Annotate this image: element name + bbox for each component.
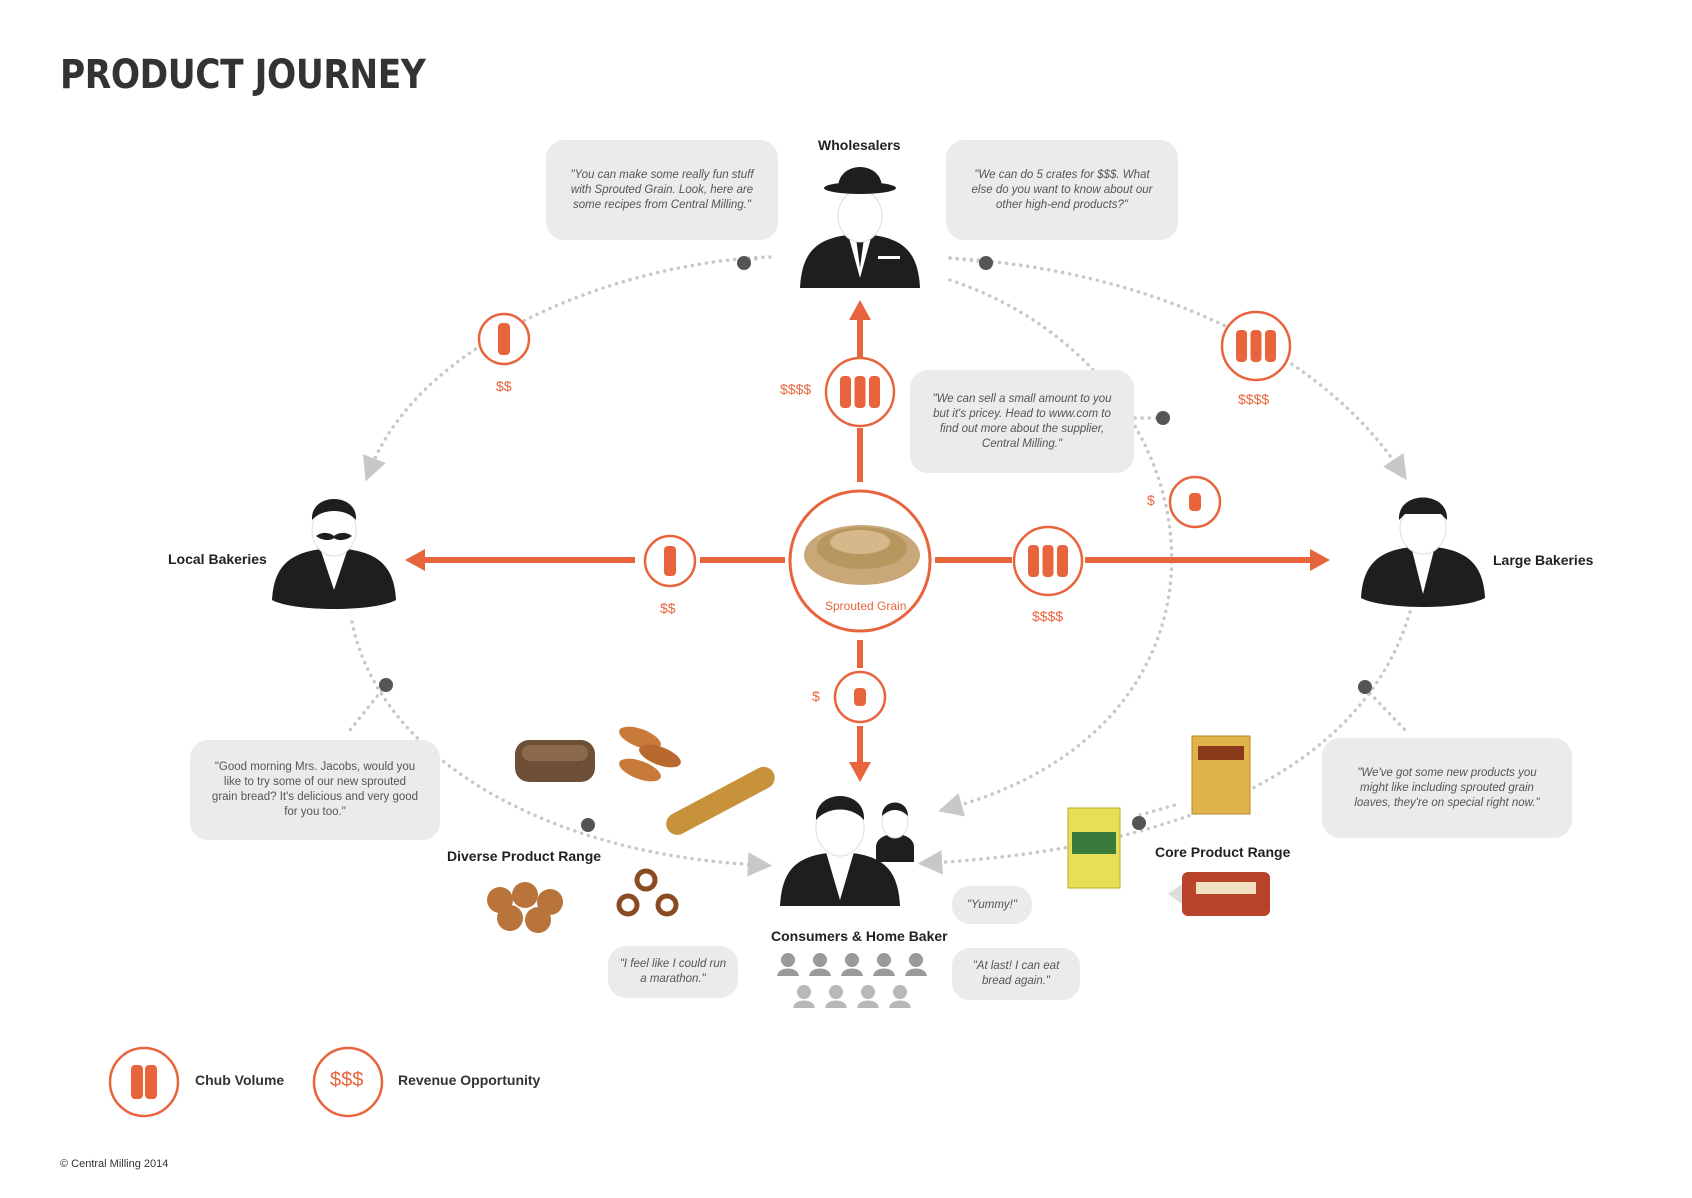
local-bakery-figure bbox=[272, 499, 396, 609]
arrow-head-up bbox=[849, 300, 871, 320]
chub-badge-center-down bbox=[833, 670, 887, 724]
connector-dot bbox=[1358, 680, 1372, 694]
connector-bubble-wl bbox=[740, 256, 762, 264]
diverse-products bbox=[487, 726, 775, 933]
quote-wholesaler-right: "We can do 5 crates for $$$. What else d… bbox=[946, 140, 1178, 240]
money-wholesaler-to-local: $$ bbox=[496, 378, 512, 394]
arrow-head-down bbox=[849, 762, 871, 782]
chub-badge-wholesaler-consumer bbox=[1168, 475, 1222, 529]
pretzel-icon bbox=[616, 868, 679, 917]
legend-chub-volume-label: Chub Volume bbox=[195, 1072, 285, 1088]
connector-bubble-lb bbox=[348, 683, 388, 732]
chub-badges bbox=[477, 310, 1292, 724]
cereal-box-icon bbox=[1191, 735, 1251, 815]
connector-dot bbox=[581, 818, 595, 832]
bread-bag-icon bbox=[1168, 872, 1270, 916]
diverse-range-label: Diverse Product Range bbox=[447, 848, 602, 864]
connector-dot bbox=[379, 678, 393, 692]
consumers-label: Consumers & Home Baker bbox=[771, 928, 948, 944]
baguette-icon bbox=[666, 766, 775, 835]
core-products bbox=[1067, 735, 1270, 916]
legend-chub-icon bbox=[108, 1046, 180, 1118]
legend-revenue-icon bbox=[312, 1046, 384, 1118]
path-wholesaler-to-large bbox=[948, 256, 1407, 481]
money-center-to-consumer: $ bbox=[812, 688, 820, 704]
arrow-head-left bbox=[405, 549, 425, 571]
core-range-label: Core Product Range bbox=[1155, 844, 1291, 860]
chub-badge-center-left bbox=[643, 534, 697, 588]
connector-bubble-wr bbox=[948, 256, 987, 264]
connector-dot bbox=[1156, 411, 1170, 425]
rolls-icon bbox=[619, 726, 681, 782]
copyright-footer: © Central Milling 2014 bbox=[60, 1158, 169, 1170]
connector-bubble-large bbox=[1363, 686, 1407, 732]
chub-badge-wholesaler-right bbox=[1220, 310, 1292, 382]
quote-at-last: "At last! I can eat bread again." bbox=[952, 948, 1080, 1000]
buns-icon bbox=[487, 882, 563, 933]
chub-badge-center-up bbox=[824, 356, 896, 428]
quote-center-right: "We can sell a small amount to you but i… bbox=[910, 370, 1134, 473]
quote-local-bakery: "Good morning Mrs. Jacobs, would you lik… bbox=[190, 740, 440, 840]
pasta-box-icon bbox=[1067, 807, 1121, 889]
center-grain bbox=[788, 489, 932, 633]
money-center-to-large: $$$$ bbox=[1032, 608, 1064, 624]
path-wholesaler-to-local bbox=[362, 255, 772, 482]
path-wholesaler-to-consumer bbox=[938, 278, 1174, 817]
quote-yummy: "Yummy!" bbox=[952, 886, 1032, 924]
local-bakeries-label: Local Bakeries bbox=[168, 551, 267, 567]
large-bakery-figure bbox=[1361, 497, 1485, 607]
connector-dot bbox=[737, 256, 751, 270]
wholesaler-figure bbox=[800, 167, 920, 288]
sprouted-grain-label: Sprouted Grain bbox=[825, 599, 907, 613]
wholesalers-label: Wholesalers bbox=[818, 137, 901, 153]
money-center-to-local: $$ bbox=[660, 600, 676, 616]
chub-badge-wholesaler-left bbox=[477, 312, 531, 366]
connector-dots bbox=[379, 256, 1372, 832]
dotted-flow-paths bbox=[348, 255, 1412, 877]
quote-marathon: "I feel like I could run a marathon." bbox=[608, 946, 738, 998]
large-bakeries-label: Large Bakeries bbox=[1493, 552, 1594, 568]
page-title: PRODUCT JOURNEY bbox=[60, 52, 426, 98]
arrow-head-right bbox=[1310, 549, 1330, 571]
legend-revenue-symbol: $$$ bbox=[330, 1069, 364, 1091]
bread-loaf-icon bbox=[515, 740, 595, 782]
orange-arrows bbox=[405, 300, 1330, 782]
money-wholesaler-to-large: $$$$ bbox=[1238, 391, 1270, 407]
legend-revenue-label: Revenue Opportunity bbox=[398, 1072, 541, 1088]
connector-dot bbox=[1132, 816, 1146, 830]
connector-core bbox=[1138, 803, 1177, 817]
chub-badge-center-right bbox=[1012, 525, 1084, 597]
money-wholesaler-to-consumer: $ bbox=[1147, 492, 1155, 508]
money-center-to-wholesaler: $$$$ bbox=[780, 381, 812, 397]
crowd-icons bbox=[777, 953, 927, 1008]
consumer-figure bbox=[780, 796, 914, 906]
quote-large-bakery: "We've got some new products you might l… bbox=[1322, 738, 1572, 838]
path-large-to-consumer bbox=[917, 610, 1412, 875]
quote-wholesaler-left: "You can make some really fun stuff with… bbox=[546, 140, 778, 240]
path-local-to-consumer bbox=[350, 620, 773, 877]
connector-dot bbox=[979, 256, 993, 270]
